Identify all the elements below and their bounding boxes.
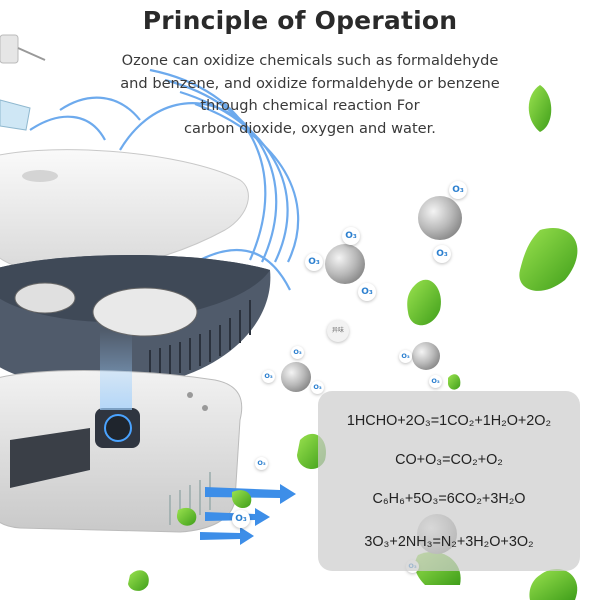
ozone-label: O₃ xyxy=(429,375,442,388)
equation: C₆H₆+5O₃=6CO₂+3H₂O xyxy=(372,491,526,507)
equation-panel: 1HCHO+2O₃=1CO₂+1H₂O+2O₂ CO+O₃=CO₂+O₂ C₆H… xyxy=(318,391,580,571)
device-lid xyxy=(0,149,249,274)
page-title: Principle of Operation xyxy=(142,6,458,35)
description-line: through chemical reaction For xyxy=(200,97,420,115)
filter-basket xyxy=(0,255,271,389)
ozone-label: O₃ xyxy=(255,457,268,470)
description-line: carbon dioxide, oxygen and water. xyxy=(184,119,436,137)
device-base xyxy=(0,330,243,533)
odor-label: 异味 xyxy=(327,320,349,342)
description-line: and benzene, and oxidize formaldehyde or… xyxy=(120,74,500,92)
equation: 3O₃+2NH₃=N₂+3H₂O+3O₂ xyxy=(364,534,534,550)
ozone-label: O₃ xyxy=(232,510,250,528)
ozone-label: O₃ xyxy=(311,381,324,394)
ozone-label: O₃ xyxy=(305,253,323,271)
ozone-label: O₃ xyxy=(399,350,412,363)
equation: 1HCHO+2O₃=1CO₂+1H₂O+2O₂ xyxy=(346,413,552,429)
gadget-top-left xyxy=(0,34,46,131)
ozone-label: O₃ xyxy=(358,283,376,301)
ozone-label: O₃ xyxy=(262,370,275,383)
ozone-label: O₃ xyxy=(342,227,360,245)
description-line: Ozone can oxidize chemicals such as form… xyxy=(121,52,499,69)
leaves xyxy=(128,85,578,600)
ozone-label: O₃ xyxy=(291,346,304,359)
ozone-label: O₃ xyxy=(449,181,467,199)
description: Ozone can oxidize chemicals such as form… xyxy=(80,50,540,140)
airflow-lines xyxy=(19,68,300,291)
equation: CO+O₃=CO₂+O₂ xyxy=(395,452,503,468)
ozone-label: O₃ xyxy=(433,245,451,263)
